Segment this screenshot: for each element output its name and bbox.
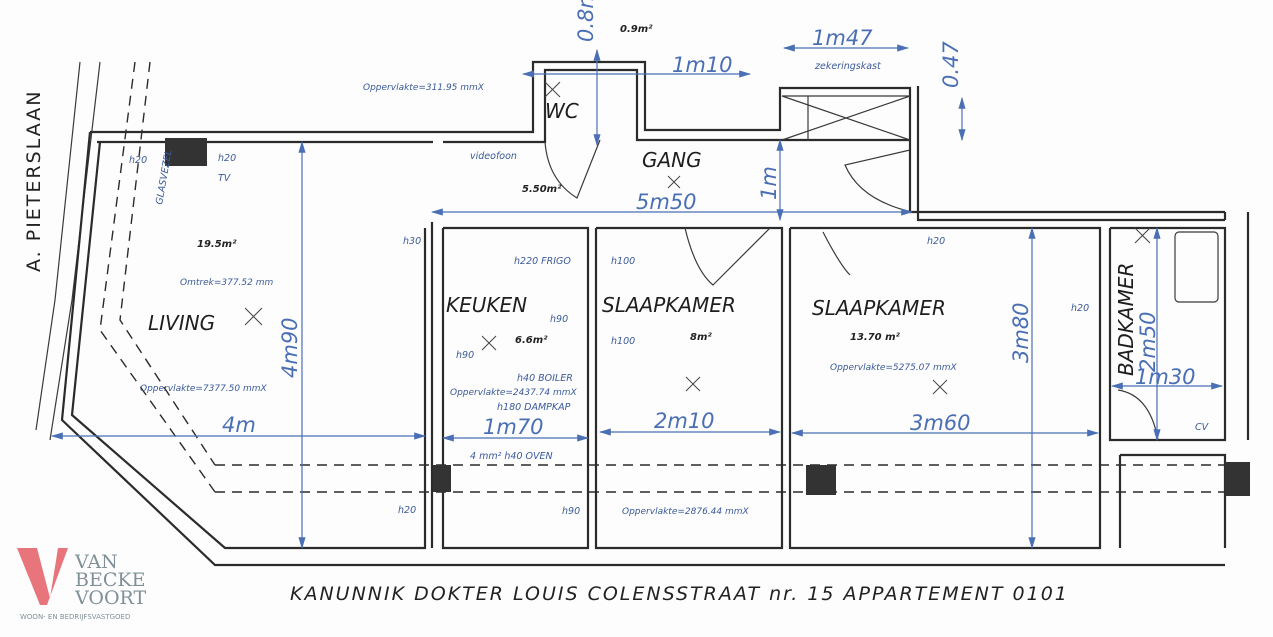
measurement-wc: Oppervlakte=311.95 mmX bbox=[363, 83, 485, 93]
fixture-label: h90 bbox=[550, 314, 568, 325]
dimension-living-depth: 4m90 bbox=[278, 317, 302, 378]
column bbox=[433, 465, 451, 492]
fixture-label: h220 FRIGO bbox=[514, 256, 571, 267]
fixture-label: CV bbox=[1195, 422, 1210, 433]
dimension-gang-width: 1m bbox=[757, 166, 781, 200]
fixture-label: h30 bbox=[403, 236, 421, 247]
fixture-label: 4 mm² h40 OVEN bbox=[470, 451, 553, 462]
plan-title: KANUNNIK DOKTER LOUIS COLENSSTRAAT nr. 1… bbox=[290, 583, 1069, 605]
dimension-badkamer-depth: 2m50 bbox=[1136, 311, 1160, 372]
area-slaapkamer2: 13.70 m² bbox=[850, 332, 901, 343]
dimension-lines bbox=[50, 44, 1224, 550]
dimension-living-width: 4m bbox=[222, 413, 256, 437]
area-gang: 5.50m² bbox=[522, 184, 562, 195]
dimension-keuken-width: 1m70 bbox=[483, 415, 544, 439]
street-name: A. PIETERSLAAN bbox=[23, 90, 45, 272]
fixture-label: h180 DAMPKAP bbox=[497, 402, 571, 413]
logo-v-mark bbox=[17, 548, 68, 605]
measurement-living: Oppervlakte=7377.50 mmX bbox=[140, 384, 268, 394]
dimension-badkamer-width: 1m30 bbox=[1135, 365, 1196, 389]
company-logo: VAN BECKE VOORT WOON- EN BEDRIJFSVASTGOE… bbox=[17, 548, 147, 621]
area-keuken: 6.6m² bbox=[515, 335, 548, 346]
fixture-label: h20 bbox=[398, 505, 416, 516]
dimension-slaapkamer2-width: 3m60 bbox=[910, 411, 971, 435]
room-label-keuken: KEUKEN bbox=[446, 293, 527, 317]
street-edge bbox=[35, 61, 216, 493]
measurement-keuken: Oppervlakte=2437.74 mmX bbox=[450, 388, 578, 398]
room-label-wc: WC bbox=[545, 99, 579, 123]
fixture-label: h20 bbox=[1071, 303, 1089, 314]
fixture-label: h90 bbox=[456, 350, 474, 361]
room-label-badkamer: BADKAMER bbox=[1114, 263, 1138, 376]
logo-line-3: VOORT bbox=[74, 587, 147, 609]
logo-line-2: BECKE bbox=[75, 569, 145, 591]
dimension-slaapkamer2-depth: 3m80 bbox=[1009, 302, 1033, 363]
area-slaapkamer1: 8m² bbox=[690, 332, 712, 343]
fixture-label: h20 bbox=[927, 236, 945, 247]
room-label-slaapkamer2: SLAAPKAMER bbox=[812, 296, 946, 320]
fixture-label: h100 bbox=[611, 336, 635, 347]
dimension-kast-width: 1m47 bbox=[812, 26, 873, 50]
dimension-wc-depth: 0.8m bbox=[574, 0, 598, 42]
fixture-label: zekeringskast bbox=[814, 61, 882, 72]
interior-walls bbox=[430, 95, 1227, 550]
measurement-living-perimeter: Omtrek=377.52 mm bbox=[180, 278, 273, 288]
room-label-slaapkamer1: SLAAPKAMER bbox=[602, 293, 736, 317]
area-living: 19.5m² bbox=[197, 239, 237, 250]
fixture-label: h90 bbox=[562, 506, 580, 517]
dimension-gang-length: 5m50 bbox=[636, 190, 697, 214]
area-wc: 0.9m² bbox=[620, 24, 653, 35]
room-label-living: LIVING bbox=[148, 311, 215, 335]
fixture-label: videofoon bbox=[470, 151, 517, 162]
dimension-wc-width: 1m10 bbox=[672, 53, 733, 77]
room-label-gang: GANG bbox=[642, 148, 702, 172]
doors bbox=[544, 139, 1159, 441]
dimension-kast-depth: 0.47 bbox=[939, 41, 963, 88]
fixture-label: h20 bbox=[218, 153, 236, 164]
room-centre-marks bbox=[244, 81, 1151, 395]
logo-tagline: WOON- EN BEDRIJFSVASTGOED bbox=[20, 613, 130, 621]
logo-line-1: VAN bbox=[74, 551, 118, 573]
fixture-label: TV bbox=[218, 173, 232, 184]
fixture-label: h40 BOILER bbox=[517, 373, 573, 384]
fixture-label: h100 bbox=[611, 256, 635, 267]
measurement-slaapkamer2: Oppervlakte=5275.07 mmX bbox=[830, 363, 958, 373]
measurement-slaapkamer1: Oppervlakte=2876.44 mmX bbox=[622, 507, 750, 517]
column bbox=[1225, 462, 1250, 496]
fixture-label: h20 bbox=[129, 155, 147, 166]
dimension-slaapkamer1-width: 2m10 bbox=[654, 409, 715, 433]
column bbox=[806, 465, 836, 495]
column bbox=[165, 138, 207, 166]
fixture-label: GLASVEZEL bbox=[154, 149, 174, 206]
